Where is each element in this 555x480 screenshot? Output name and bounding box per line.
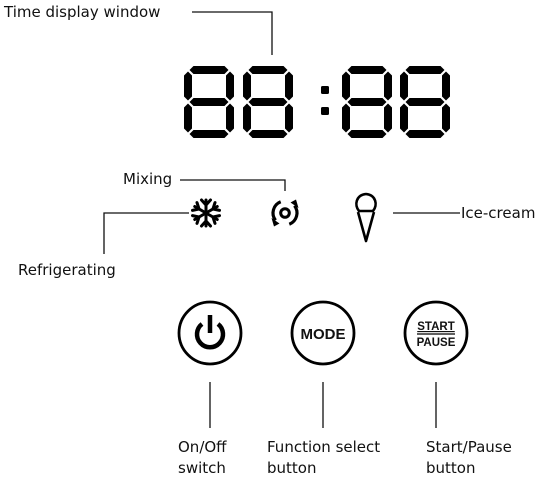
mixing-icon [271,199,299,227]
digit-segment-g [405,98,445,106]
digit-segment-a [189,66,229,74]
ice-cream-cone-icon [355,192,377,243]
digit-segment-a [248,66,288,74]
digit-segment-d [405,130,445,138]
digit-segment-d [189,130,229,138]
display-digit-3 [342,66,392,138]
digit-segment-c [442,103,450,133]
power-caption-line1: On/Off [178,438,227,456]
start-pause-button[interactable]: START PAUSE [403,300,469,366]
power-caption-line2: switch [178,459,226,477]
digit-segment-c [226,103,234,133]
digit-segment-e [184,103,192,133]
power-icon [194,315,226,350]
mode-button[interactable]: MODE [290,300,356,366]
time-display-window [184,66,450,138]
digit-segment-f [400,71,408,101]
digit-segment-a [347,66,387,74]
digit-segment-e [342,103,350,133]
snowflake-icon [190,198,222,228]
digit-segment-c [285,103,293,133]
start-label: START [417,321,454,333]
display-colon [321,86,329,115]
digit-segment-g [347,98,387,106]
mode-button-label: MODE [301,326,346,343]
digit-segment-a [405,66,445,74]
digit-segment-b [384,71,392,101]
mode-caption-line1: Function select [267,438,380,456]
ice-cream-label: Ice-cream [461,204,535,222]
start-caption-line1: Start/Pause [426,438,512,456]
mixing-leader [180,179,286,191]
digit-segment-d [347,130,387,138]
start-caption-line2: button [426,459,475,477]
refrigerating-leader [103,212,189,254]
digit-segment-b [226,71,234,101]
display-digit-2 [243,66,293,138]
pause-label: PAUSE [417,337,456,349]
time-display-label: Time display window [3,3,160,21]
digit-segment-f [184,71,192,101]
digit-segment-e [400,103,408,133]
digit-segment-e [243,103,251,133]
digit-segment-f [243,71,251,101]
digit-segment-f [342,71,350,101]
digit-segment-g [248,98,288,106]
display-digit-1 [184,66,234,138]
display-digit-4 [400,66,450,138]
power-button[interactable] [177,300,243,366]
digit-segment-b [442,71,450,101]
mode-caption-line2: button [267,459,316,477]
refrigerating-label: Refrigerating [18,261,116,279]
digit-segment-g [189,98,229,106]
time-display-leader [192,11,273,55]
digit-segment-d [248,130,288,138]
digit-segment-b [285,71,293,101]
mixing-label: Mixing [123,170,172,188]
digit-segment-c [384,103,392,133]
